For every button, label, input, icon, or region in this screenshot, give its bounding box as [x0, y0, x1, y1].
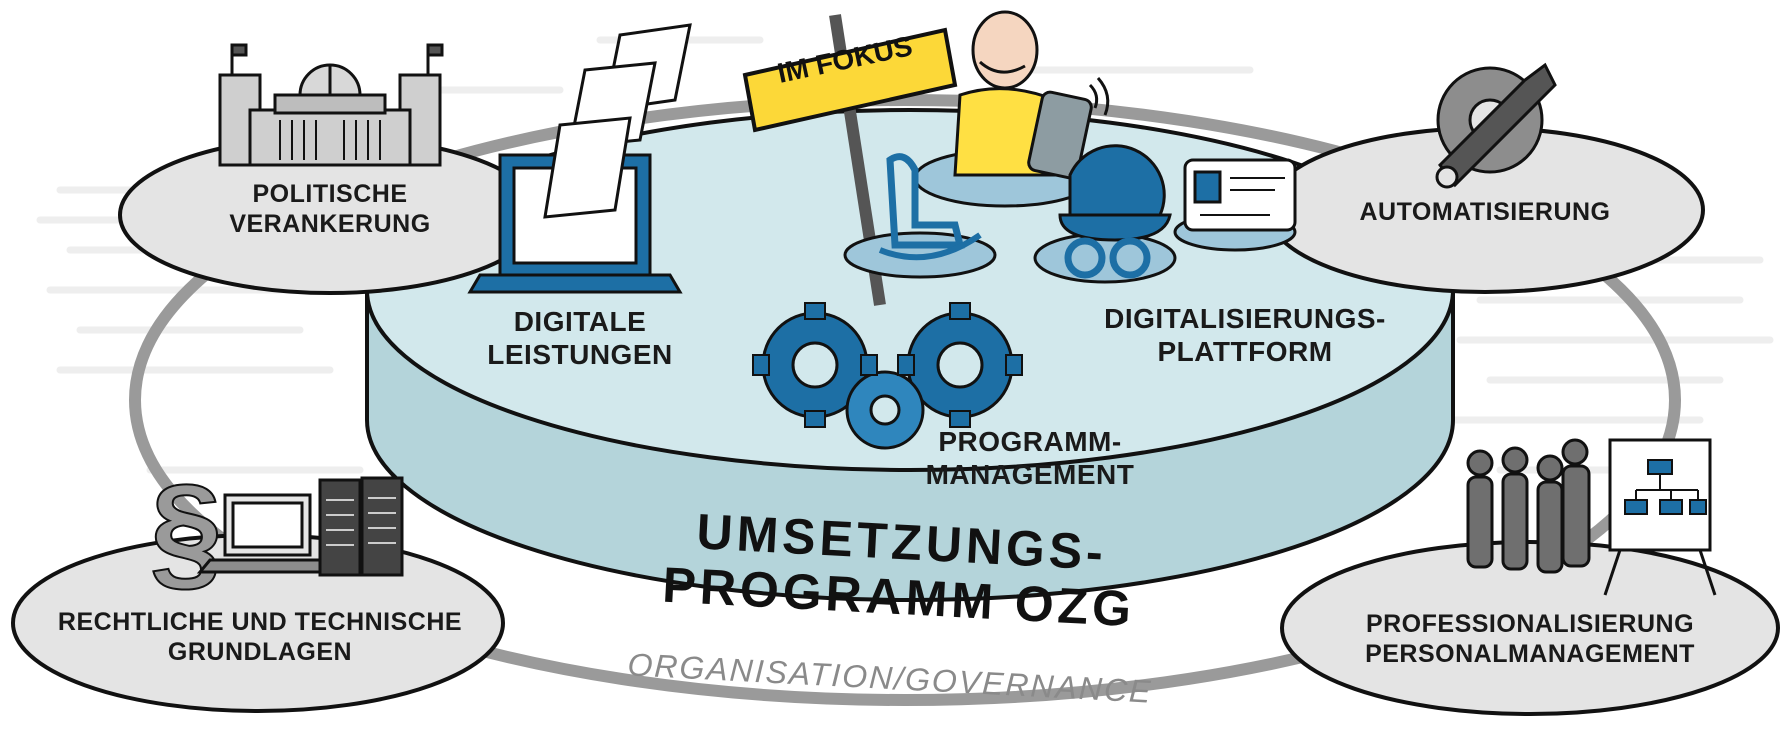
gears-icon [752, 302, 1023, 450]
governance-ring [129, 94, 1681, 706]
label-line: PERSONALMANAGEMENT [1365, 639, 1695, 668]
label-programmmanagement: PROGRAMM- MANAGEMENT [900, 425, 1160, 491]
label-line: RECHTLICHE UND TECHNISCHE [57, 608, 463, 636]
stroller-icon [1033, 144, 1177, 284]
laptop-documents-icon [467, 23, 692, 294]
label-digitalisierungsplattform: DIGITALISIERUNGS- PLATTFORM [1080, 302, 1410, 368]
label-line: DIGITALE [513, 306, 647, 337]
label-line: POLITISCHE [252, 180, 408, 208]
label-digitale-leistungen: DIGITALE LEISTUNGEN [460, 305, 700, 371]
label-rechtliche-grundlagen: RECHTLICHE UND TECHNISCHE GRUNDLAGEN [40, 608, 480, 667]
reichstag-icon [218, 43, 444, 167]
label-line: PROGRAMM- [938, 426, 1122, 457]
label-line: LEISTUNGEN [487, 339, 673, 371]
rocking-chair-icon [843, 153, 997, 279]
citizen-tablet-icon [913, 10, 1110, 208]
label-line: PLATTFORM [1157, 336, 1333, 368]
label-line: GRUNDLAGEN [167, 637, 353, 666]
label-automatisierung: AUTOMATISIERUNG [1330, 198, 1640, 228]
legal-tech-icon: § [149, 456, 404, 604]
disc-professionalisierung [1280, 540, 1780, 716]
label-line: DIGITALISIERUNGS- [1104, 303, 1386, 334]
label-line: AUTOMATISIERUNG [1359, 198, 1611, 226]
svg-text:§: § [150, 457, 222, 603]
label-politische-verankerung: POLITISCHE VERANKERUNG [200, 180, 460, 239]
people-flipchart-icon [1466, 438, 1717, 596]
label-line: PROFESSIONALISIERUNG [1365, 610, 1695, 638]
automation-gear-icon [1435, 62, 1557, 189]
label-line: MANAGEMENT [925, 459, 1135, 491]
label-professionalisierung: PROFESSIONALISIERUNG PERSONALMANAGEMENT [1335, 610, 1725, 669]
id-card-icon [1173, 158, 1297, 252]
label-line: VERANKERUNG [229, 209, 431, 238]
